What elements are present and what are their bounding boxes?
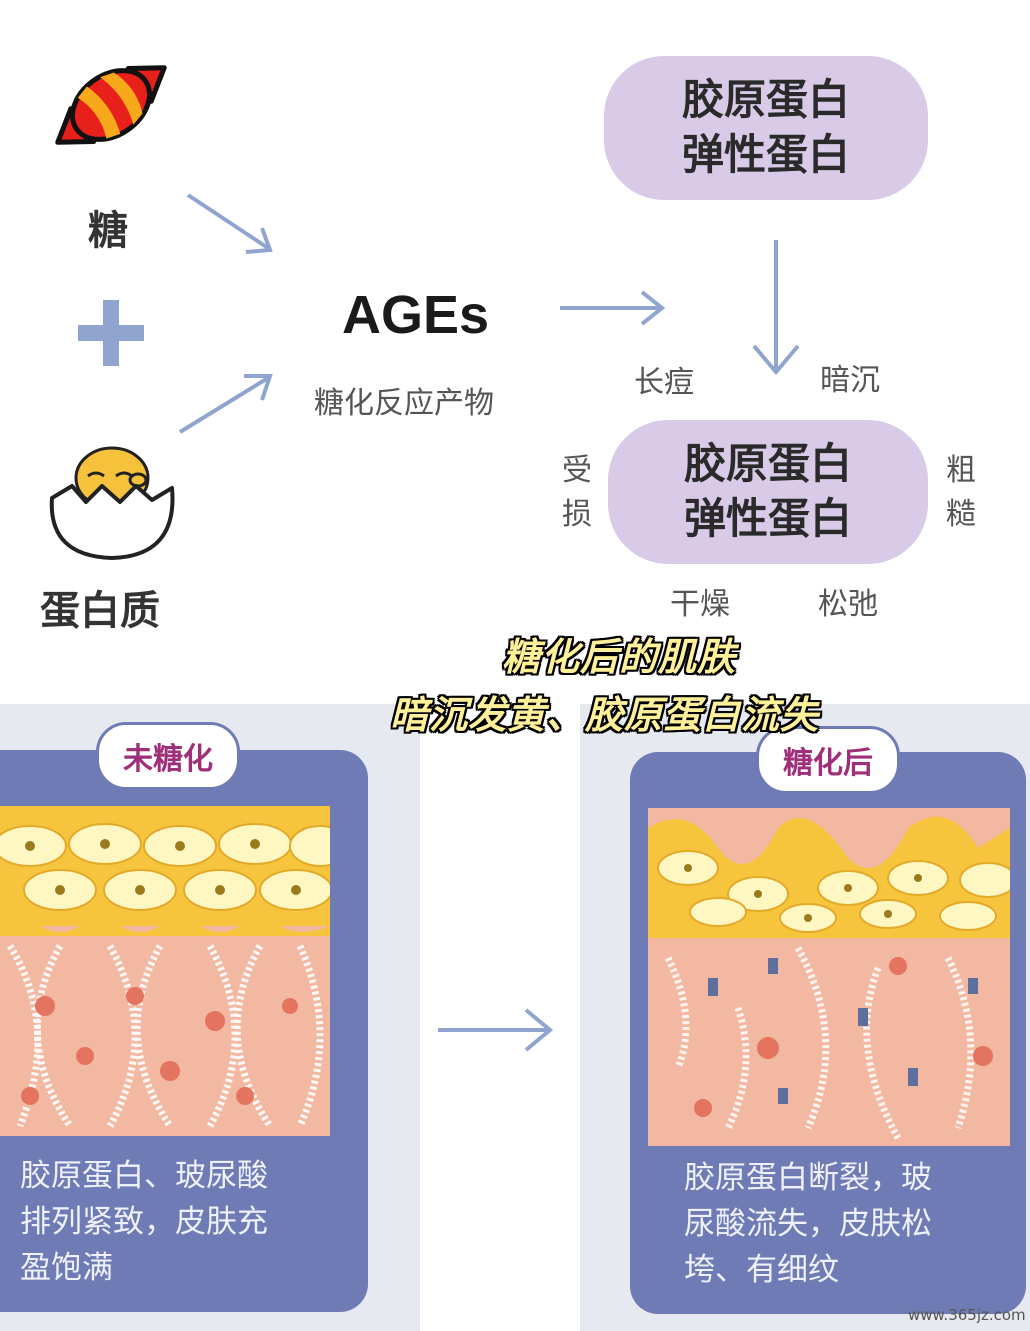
- pill-top-line1: 胶原蛋白: [681, 75, 850, 125]
- protein-label: 蛋白质: [40, 588, 160, 634]
- egg-icon: [49, 446, 175, 560]
- arrow-icon: [178, 193, 800, 434]
- sugar-label: 糖: [88, 208, 128, 254]
- skin-illustration-right: [648, 808, 1010, 1146]
- effect-damaged-2: 损: [562, 497, 592, 532]
- effect-rough-2: 糙: [946, 497, 976, 532]
- caption-line2: 暗沉发黄、胶原蛋白流失: [390, 693, 820, 737]
- pill-bottom-line1: 胶原蛋白: [683, 439, 852, 489]
- effect-loose: 松弛: [818, 587, 878, 622]
- effect-dull: 暗沉: [820, 363, 880, 398]
- tag-left: 未糖化: [96, 722, 240, 790]
- card-right-text: 胶原蛋白断裂，玻 尿酸流失，皮肤松 垮、有细纹: [684, 1160, 932, 1288]
- ages-subtitle: 糖化反应产物: [314, 386, 494, 421]
- effect-rough-1: 粗: [946, 453, 976, 488]
- caption-line1: 糖化后的肌肤: [502, 635, 737, 679]
- effect-acne: 长痘: [634, 365, 694, 400]
- pill-top: 胶原蛋白 弹性蛋白: [604, 56, 928, 200]
- pill-bottom: 胶原蛋白 弹性蛋白: [608, 420, 928, 564]
- card-right: 胶原蛋白断裂，玻 尿酸流失，皮肤松 垮、有细纹: [630, 752, 1026, 1314]
- card-left: 胶原蛋白、玻尿酸 排列紧致，皮肤充 盈饱满: [0, 750, 368, 1312]
- plus-icon: [78, 300, 144, 366]
- ages-title: AGEs: [342, 285, 490, 345]
- candy-icon: [55, 65, 167, 145]
- tag-right: 糖化后: [756, 726, 900, 794]
- watermark: www.365jz.com: [908, 1306, 1026, 1324]
- arrow-icon: [438, 1008, 554, 1052]
- effect-dry: 干燥: [670, 587, 730, 622]
- skin-illustration-left: [0, 806, 330, 1136]
- card-left-text: 胶原蛋白、玻尿酸 排列紧致，皮肤充 盈饱满: [20, 1158, 268, 1286]
- effect-damaged-1: 受: [562, 453, 592, 488]
- pill-top-line2: 弹性蛋白: [681, 130, 850, 179]
- pill-bottom-line2: 弹性蛋白: [683, 494, 852, 543]
